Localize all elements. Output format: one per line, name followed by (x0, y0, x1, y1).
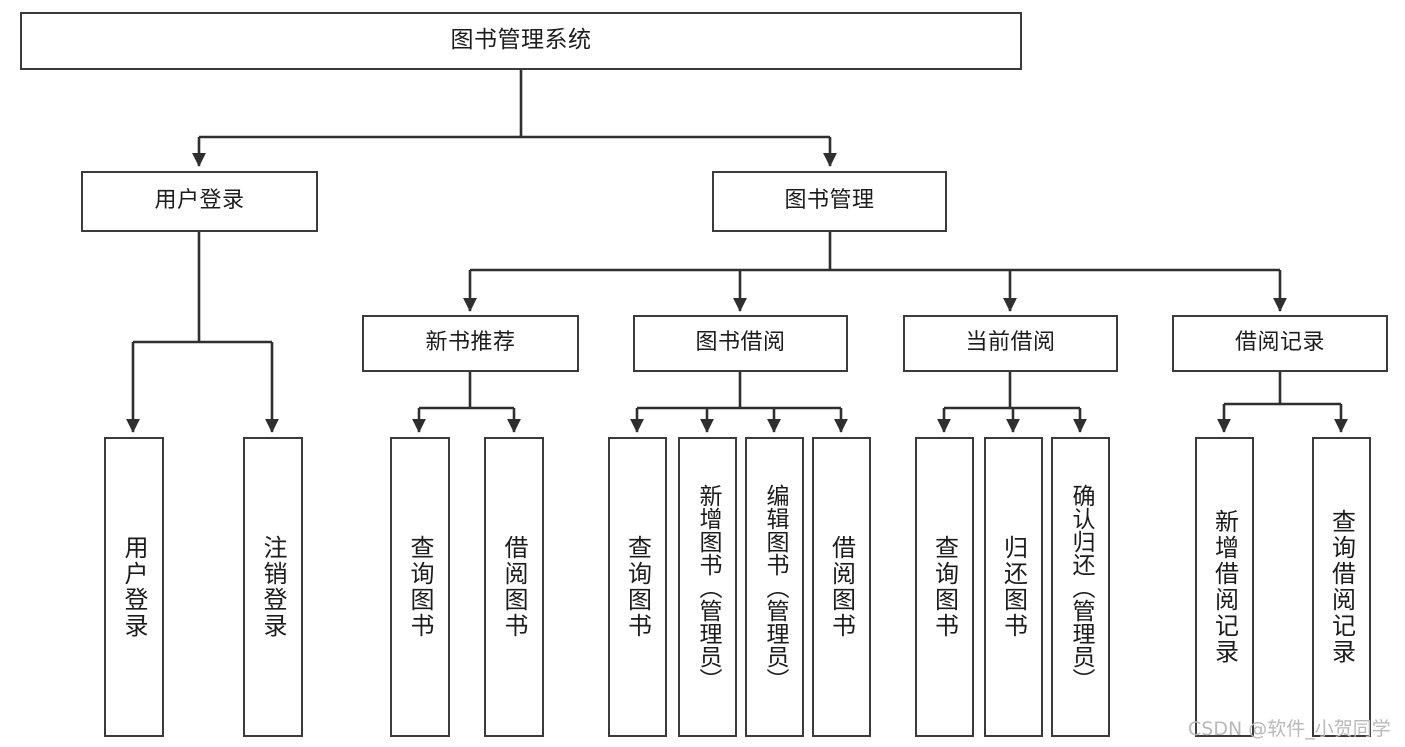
leaf-new-book-borrow[interactable]: 借阅图书 (484, 437, 544, 737)
leaf-new-book-query[interactable]: 查询图书 (390, 437, 450, 737)
leaf-borrow-record-add[interactable]: 新增借阅记录 (1195, 437, 1254, 737)
csdn-watermark: CSDN @软件_小贺同学 (1188, 718, 1391, 740)
node-label: 归还图书 (999, 535, 1028, 639)
node-label: 编辑图书（管理员） (762, 483, 788, 691)
node-book-management[interactable]: 图书管理 (712, 171, 947, 232)
node-label: 借阅图书 (827, 535, 856, 639)
node-label: 查询图书 (406, 535, 434, 639)
leaf-book-borrow-edit-admin[interactable]: 编辑图书（管理员） (745, 437, 804, 737)
node-user-login[interactable]: 用户登录 (81, 171, 318, 232)
leaf-book-borrow-add-admin[interactable]: 新增图书（管理员） (678, 437, 737, 737)
leaf-current-borrow-confirm-admin[interactable]: 确认归还（管理员） (1051, 437, 1110, 737)
leaf-book-borrow-borrow[interactable]: 借阅图书 (812, 437, 871, 737)
leaf-book-borrow-query[interactable]: 查询图书 (608, 437, 667, 737)
leaf-user-login-logout[interactable]: 注销登录 (243, 437, 303, 737)
node-book-borrow[interactable]: 图书借阅 (633, 315, 848, 372)
node-label: 新书推荐 (425, 330, 516, 356)
leaf-current-borrow-query[interactable]: 查询图书 (915, 437, 974, 737)
node-label: 注销登录 (259, 535, 287, 639)
node-label: 查询图书 (623, 535, 652, 639)
leaf-user-login-login[interactable]: 用户登录 (104, 437, 164, 737)
leaf-current-borrow-return[interactable]: 归还图书 (984, 437, 1043, 737)
node-label: 新增借阅记录 (1210, 509, 1239, 665)
node-label: 查询图书 (930, 535, 959, 639)
node-label: 当前借阅 (965, 330, 1056, 356)
node-label: 图书借阅 (695, 330, 786, 356)
node-label: 图书管理 (784, 188, 875, 214)
node-label: 用户登录 (154, 188, 245, 214)
node-label: 新增图书（管理员） (695, 483, 721, 691)
node-label: 图书管理系统 (450, 27, 592, 54)
node-borrow-record[interactable]: 借阅记录 (1172, 315, 1388, 372)
node-label: 确认归还（管理员） (1068, 483, 1094, 691)
node-label: 借阅记录 (1234, 330, 1325, 356)
node-new-book-recommend[interactable]: 新书推荐 (362, 315, 579, 372)
node-label: 用户登录 (120, 535, 148, 639)
node-label: 借阅图书 (500, 535, 528, 639)
node-label: 查询借阅记录 (1327, 509, 1356, 665)
node-current-borrow[interactable]: 当前借阅 (903, 315, 1118, 372)
node-root-system[interactable]: 图书管理系统 (20, 12, 1022, 70)
leaf-borrow-record-query[interactable]: 查询借阅记录 (1312, 437, 1371, 737)
